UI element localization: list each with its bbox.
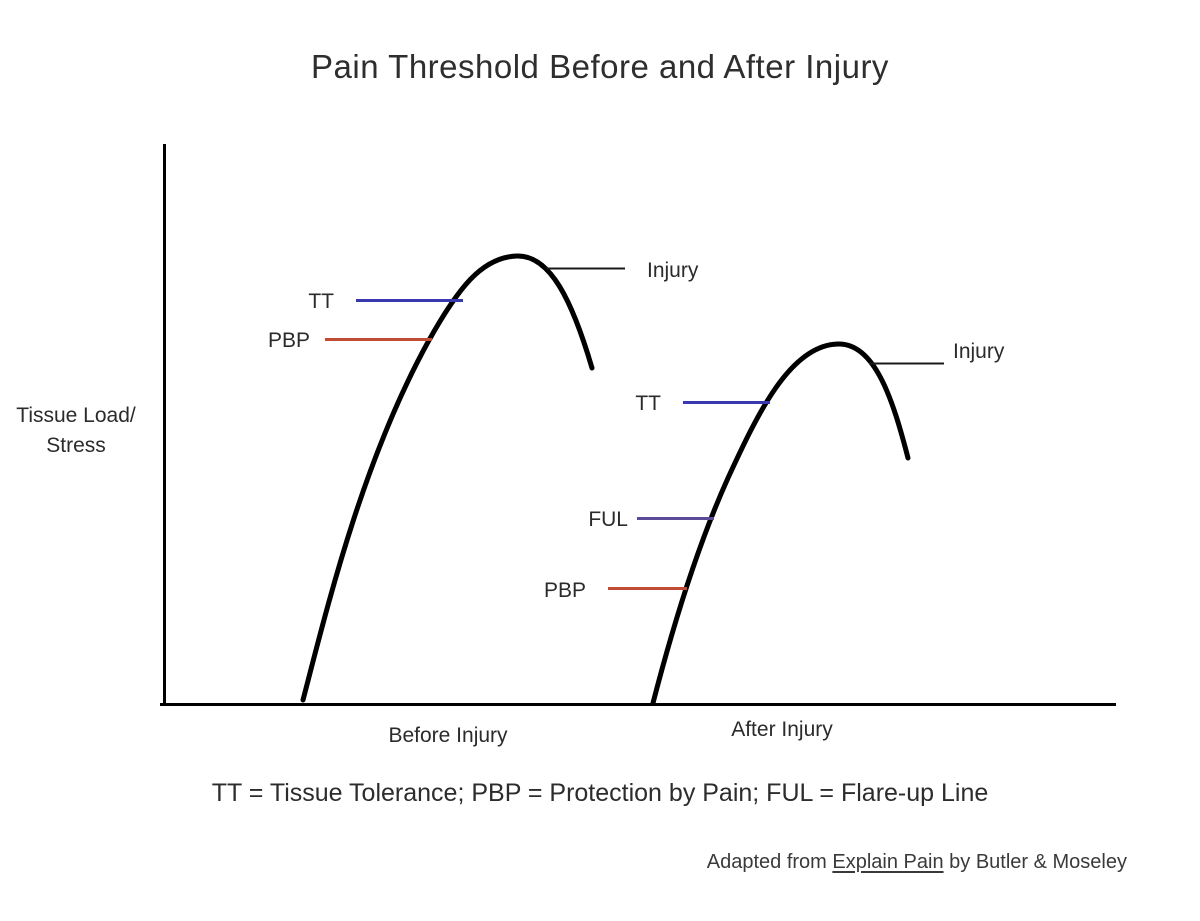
- pbp-label-before: PBP: [268, 329, 310, 352]
- ful-label-after: FUL: [588, 508, 628, 531]
- before-injury-curve: [300, 253, 595, 703]
- tt-label-after: TT: [635, 392, 661, 415]
- legend-text: TT = Tissue Tolerance; PBP = Protection …: [211, 779, 989, 807]
- y-axis-label-line1: Tissue Load/: [16, 404, 136, 427]
- after-injury-curve: [650, 341, 911, 706]
- y-axis-label-line2: Stress: [46, 434, 106, 457]
- x-label-before-injury: Before Injury: [388, 724, 508, 747]
- pbp-label-after: PBP: [544, 579, 586, 602]
- x-label-after-injury: After Injury: [731, 718, 833, 741]
- attribution-book-title: Explain Pain: [832, 851, 944, 873]
- attribution-suffix: by Butler & Moseley: [943, 851, 1127, 873]
- page-title: Pain Threshold Before and After Injury: [311, 48, 889, 85]
- injury-label-before: Injury: [647, 259, 699, 282]
- tt-label-before: TT: [308, 290, 334, 313]
- attribution-prefix: Adapted from: [706, 851, 833, 873]
- attribution-text: Adapted from Explain Pain by Butler & Mo…: [707, 851, 1127, 874]
- injury-label-after: Injury: [953, 340, 1005, 363]
- y-axis-label: Tissue Load/ Stress: [0, 401, 152, 461]
